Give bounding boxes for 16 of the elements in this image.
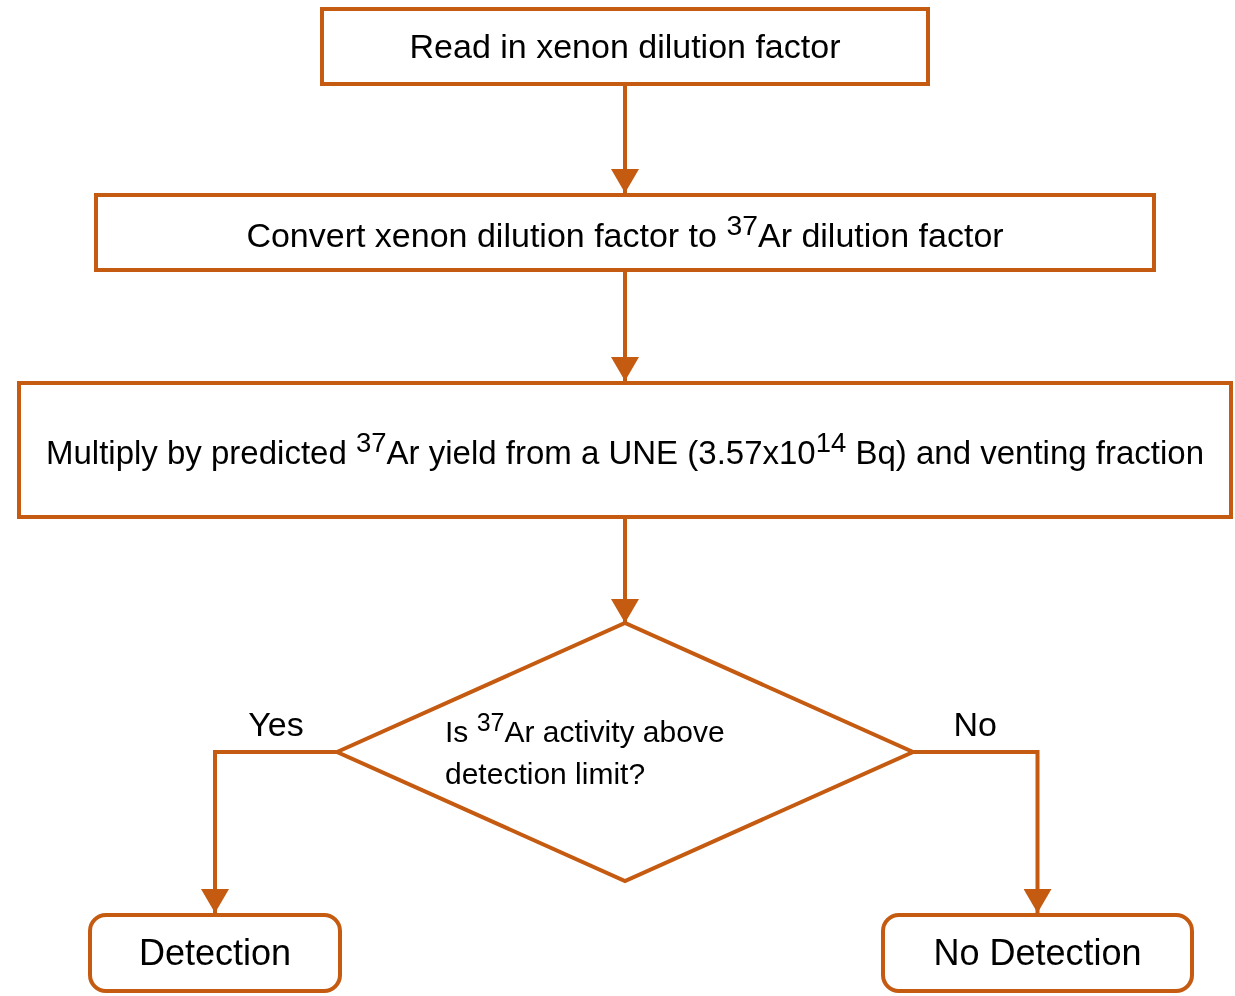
step-text: Is $^{37}$Ar activity above detection limit? (445, 707, 726, 792)
process-box (320, 7, 930, 86)
process-box (17, 381, 1233, 519)
arrow (611, 519, 639, 623)
step-text: Multiply by predicted $^{37}$Ar yield from a UNE (3.57x10$^{14}$ Bq) and venting fraction (45, 425, 1205, 473)
arrow (611, 272, 639, 381)
arrow (913, 750, 1052, 913)
step-text: Read in xenon dilution factor (409, 25, 841, 67)
arrow (611, 86, 639, 193)
step-text: Convert xenon dilution factor to $^{37}$Ar dilution factor (246, 207, 1004, 256)
step-text: Detection (138, 930, 292, 975)
process-box (94, 193, 1156, 272)
terminal-box (881, 913, 1194, 993)
step-text: No Detection (933, 930, 1142, 975)
terminal-box (88, 913, 342, 993)
arrow (201, 750, 337, 913)
